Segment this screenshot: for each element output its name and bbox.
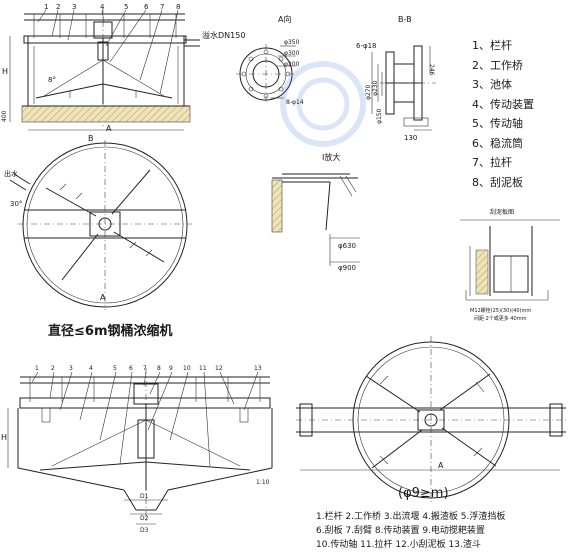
legend-item-tank: 3、池体 (472, 78, 512, 91)
bottom-plan-marker-a: A (438, 461, 444, 470)
mud-detail-note-1: M12螺栓(25)(30)(40)mm (470, 307, 531, 314)
legend-large-line-2: 6.刮板 7.刮臂 8.传动装置 9.电动搅耙装置 (316, 526, 485, 536)
bottom-dim-d1: D1 (140, 493, 149, 500)
angle-label: 8° (48, 76, 56, 84)
bottom-part-7: 7 (143, 365, 147, 372)
bottom-part-11: 11 (199, 365, 207, 372)
bottom-part-5: 5 (113, 365, 117, 372)
view-bb-dim-246: 246 (428, 64, 435, 76)
height-label: H (2, 67, 8, 76)
bottom-part-9: 9 (169, 365, 173, 372)
view-marker-a: A (106, 124, 112, 133)
bottom-part-12: 12 (215, 365, 223, 372)
detail-i-dim-630: φ630 (338, 242, 356, 250)
bottom-dim-d3: D3 (140, 527, 149, 534)
detail-i (271, 173, 360, 266)
view-a-title: A向 (278, 14, 291, 24)
mud-detail-note-2: 间距 2个或更多 40mm (474, 315, 527, 322)
legend-large-line-3: 10.传动轴 11.拉杆 12.小刮泥板 13.渣斗 (316, 540, 481, 550)
top-part-1: 1 (44, 3, 48, 11)
view-bb-dim-130: 130 (404, 134, 417, 142)
legend-item-drive: 4、传动装置 (472, 97, 534, 111)
plan-angle-label: 30° (10, 200, 22, 208)
legend-item-shaft: 5、传动轴 (472, 117, 523, 130)
watermark-logo (280, 61, 366, 147)
top-plan-view (9, 140, 192, 310)
view-a-holes: 8-φ14 (286, 99, 304, 106)
top-part-3: 3 (72, 3, 76, 11)
detail-i-title: I放大 (322, 152, 340, 162)
view-a-dim-300: φ300 (284, 50, 300, 57)
bottom-part-10: 10 (183, 365, 191, 372)
top-part-7: 7 (160, 3, 164, 11)
bottom-flow-label: 1:10 (256, 479, 270, 486)
bottom-part-13: 13 (254, 365, 262, 372)
bottom-part-8: 8 (157, 365, 161, 372)
bottom-part-2: 2 (51, 365, 55, 372)
plan-outlet-label: 出水 (4, 169, 18, 178)
view-bb-dim-230: φ230 (372, 80, 379, 96)
base-height-label: 400 (1, 110, 8, 122)
mud-scraper-detail (460, 219, 560, 301)
outlet-label: 溢水DN150 (202, 30, 245, 40)
top-part-2: 2 (56, 3, 60, 11)
view-a-dim-350: φ350 (284, 39, 300, 46)
mud-detail-title: 刮泥板图 (490, 208, 514, 216)
top-elevation-view (9, 8, 200, 131)
caption-large-thickener: (φ9≥m) (398, 486, 449, 501)
bottom-dim-d2: D2 (140, 515, 149, 522)
bottom-part-1: 1 (35, 365, 39, 372)
view-bb-dim-270: φ270 (365, 84, 372, 100)
plan-marker-a: A (100, 293, 106, 302)
diameter-label: B (88, 134, 94, 143)
top-part-4: 4 (100, 3, 105, 11)
view-bb-section (371, 45, 436, 131)
bottom-elevation-view (7, 368, 273, 525)
view-a-flange (236, 44, 296, 104)
bottom-part-3: 3 (69, 365, 73, 372)
caption-small-thickener: 直径≤6m钢桶浓缩机 (48, 324, 173, 339)
top-part-6: 6 (144, 3, 149, 11)
view-a-dim-200: φ200 (284, 61, 300, 68)
legend-large-line-1: 1.栏杆 2.工作桥 3.出流堰 4.搬渣板 5.浮渣挡板 (316, 512, 506, 522)
legend-item-railing: 1、栏杆 (472, 39, 512, 52)
legend-item-bridge: 2、工作桥 (472, 58, 523, 72)
view-bb-holes: 6-φ18 (356, 42, 377, 50)
legend-item-stilling-well: 6、稳流筒 (472, 136, 523, 150)
top-part-5: 5 (124, 3, 128, 11)
bottom-plan-view (296, 336, 566, 504)
view-bb-dim-150: φ150 (376, 108, 383, 124)
bottom-part-6: 6 (129, 365, 133, 372)
bottom-height-label: H (1, 433, 7, 442)
view-bb-title: B-B (398, 15, 412, 24)
bottom-part-4: 4 (89, 365, 93, 372)
legend-item-tie-rod: 7、拉杆 (472, 156, 512, 169)
legend-item-scraper: 8、刮泥板 (472, 175, 523, 189)
top-part-8: 8 (176, 3, 180, 11)
parts-legend-small: 1、栏杆 2、工作桥 3、池体 4、传动装置 5、传动轴 6、稳流筒 7、拉杆 … (472, 36, 534, 192)
detail-i-dim-900: φ900 (338, 264, 356, 272)
